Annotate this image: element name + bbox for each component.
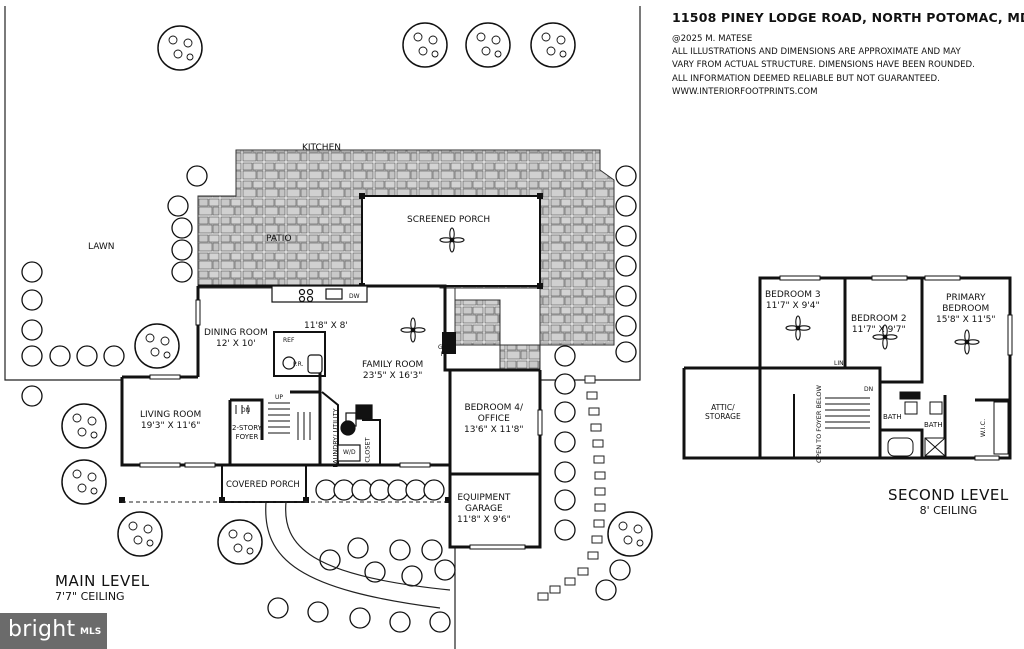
room-dim: 23'5" X 16'3" [362, 371, 423, 381]
attic-label: ATTIC/ STORAGE [705, 403, 741, 421]
wic-label: W.I.C. [979, 418, 988, 438]
family-room-label: FAMILY ROOM 23'5" X 16'3" [362, 360, 423, 382]
second-level-windows [779, 275, 1013, 461]
bedroom4-label: BEDROOM 4/ OFFICE 13'6" X 11'8" [464, 403, 523, 436]
windows [139, 299, 543, 550]
second-level-walls [682, 276, 1012, 460]
closet-label: CLOSET [363, 437, 372, 463]
room-name: BEDROOM [942, 304, 990, 314]
stairs-up-label: UP [275, 394, 284, 401]
bath-label: BATH [924, 421, 943, 429]
gas-fp-label: GAS FP [438, 344, 451, 358]
fan-icon [954, 329, 980, 355]
linen-label: LIN [834, 360, 844, 367]
kitchen-counter [271, 285, 373, 462]
kitchen-dim: 11'8" X 8' [304, 321, 348, 331]
room-name: OFFICE [477, 414, 510, 424]
primary-bedroom-label: PRIMARY BEDROOM 15'8" X 11'5" [936, 293, 995, 326]
stairs-down-label: DN [864, 386, 874, 393]
room-name: FAMILY ROOM [362, 360, 424, 370]
bath-label: BATH [883, 413, 902, 421]
room-dim: 13'6" X 11'8" [464, 425, 524, 435]
room-name: BEDROOM 4/ [464, 403, 524, 413]
room-name: BEDROOM 3 [765, 290, 821, 300]
lawn-label: LAWN [88, 242, 115, 252]
brand-mls: MLS [80, 627, 102, 637]
ref-label: REF [283, 337, 295, 344]
level-ceiling: 7'7" CEILING [55, 590, 125, 603]
brand-text: bright [8, 617, 76, 642]
room-dim: 11'7" X 9'4" [765, 301, 820, 311]
room-name: EQUIPMENT [457, 493, 511, 503]
header: 11508 PINEY LODGE ROAD, NORTH POTOMAC, M… [672, 10, 1024, 99]
stepping-stones [537, 375, 606, 601]
living-room-label: LIVING ROOM 19'3" X 11'6" [140, 410, 201, 432]
laundry-label: LAUNDRY/ UTILITY [331, 408, 340, 468]
property-address: 11508 PINEY LODGE ROAD, NORTH POTOMAC, M… [672, 10, 1024, 25]
level-ceiling: 8' CEILING [919, 504, 978, 517]
screened-porch-label: SCREENED PORCH [407, 215, 491, 225]
room-name: STORAGE [705, 412, 741, 421]
room-dim: 12' X 10' [215, 339, 256, 349]
kitchen-label: KITCHEN [302, 143, 341, 154]
room-name: FOYER [235, 433, 259, 441]
bright-mls-logo: bright MLS [0, 613, 107, 649]
main-stairs [235, 402, 311, 440]
disclaimer-line: ALL ILLUSTRATIONS AND DIMENSIONS ARE APP… [672, 47, 961, 58]
dining-room-label: DINING ROOM 12' X 10' [204, 328, 268, 350]
garage-label: EQUIPMENT GARAGE 11'8" X 9'6" [457, 493, 511, 526]
room-name: GARAGE [465, 504, 503, 514]
room-name: PRIMARY [946, 293, 986, 303]
copyright: @2025 M. MATESE [672, 34, 753, 44]
foyer-label: 2-STORY FOYER [232, 424, 262, 442]
label-line: FP [440, 351, 448, 358]
level-name: MAIN LEVEL [55, 572, 150, 590]
dw-label: DW [349, 293, 360, 300]
walkway [265, 501, 456, 649]
disclaimer-line: VARY FROM ACTUAL STRUCTURE. DIMENSIONS H… [672, 60, 975, 71]
fan-icon [785, 315, 811, 341]
label-line: GAS [438, 344, 451, 351]
room-name: DINING ROOM [204, 328, 268, 338]
room-dim: 15'8" X 11'5" [936, 315, 996, 325]
room-name: ATTIC/ [711, 403, 735, 412]
website: WWW.INTERIORFOOTPRINTS.COM [672, 86, 818, 97]
fan-icon [400, 317, 426, 343]
bedroom2-label: BEDROOM 2 11'7" X 9'7" [851, 314, 907, 336]
second-level-label: SECOND LEVEL 8' CEILING [888, 486, 1009, 517]
room-name: BEDROOM 2 [851, 314, 907, 324]
main-level-label: MAIN LEVEL 7'7" CEILING [55, 572, 150, 603]
open-foyer-label: OPEN TO FOYER BELOW [814, 385, 823, 463]
bedroom3-label: BEDROOM 3 11'7" X 9'4" [765, 290, 821, 312]
stairs-down-label: DN [241, 407, 251, 414]
room-name: KITCHEN [302, 143, 341, 153]
room-dim: 11'7" X 9'7" [851, 325, 906, 335]
level-name: SECOND LEVEL [888, 486, 1009, 504]
covered-porch-label: COVERED PORCH [226, 480, 300, 490]
disclaimer-line: ALL INFORMATION DEEMED RELIABLE BUT NOT … [672, 73, 940, 84]
wd-label: W/D [343, 449, 356, 456]
room-dim: 19'3" X 11'6" [140, 421, 201, 431]
patio-label: PATIO [266, 234, 292, 244]
second-stairs [825, 391, 1009, 457]
room-name: 2-STORY [232, 424, 262, 432]
pr-label: P.R. [293, 361, 304, 368]
room-dim: 11'8" X 9'6" [457, 515, 511, 525]
room-name: LIVING ROOM [140, 410, 202, 420]
